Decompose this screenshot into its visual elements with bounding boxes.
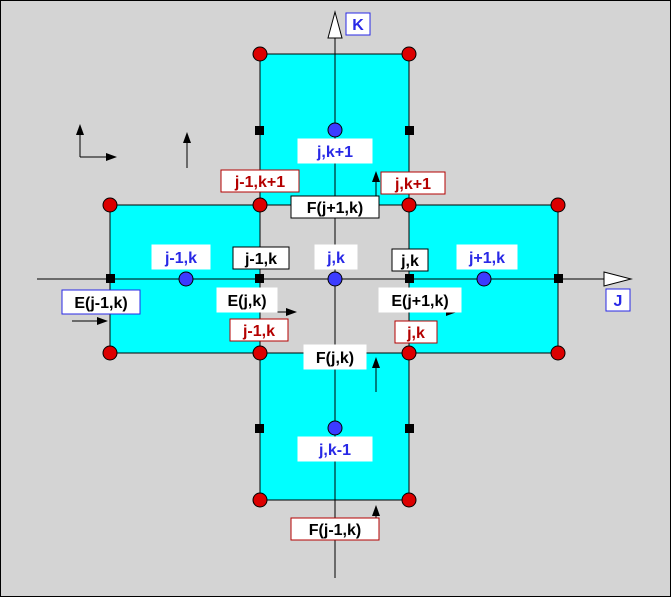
svg-text:J: J xyxy=(614,293,623,310)
svg-text:j-1,k: j-1,k xyxy=(244,251,277,268)
face-node xyxy=(405,126,414,135)
coord-symbol-right-arrow xyxy=(106,153,117,161)
center-node xyxy=(327,420,343,436)
label-face-inner-right: j,k xyxy=(391,248,429,272)
vertex-node xyxy=(401,345,417,361)
svg-text:j+1,k: j+1,k xyxy=(468,250,505,267)
face-node xyxy=(405,424,414,433)
svg-text:j-1,k: j-1,k xyxy=(164,250,197,267)
svg-text:j-1,k: j-1,k xyxy=(242,323,275,340)
face-node xyxy=(255,424,264,433)
svg-text:K: K xyxy=(352,17,364,34)
vertex-node xyxy=(252,345,268,361)
flux-arrow-e-center-head xyxy=(286,308,297,316)
center-nodes xyxy=(178,122,492,436)
center-node xyxy=(476,271,492,287)
flux-arrow-f-center-head xyxy=(372,357,380,368)
svg-text:F(j+1,k): F(j+1,k) xyxy=(307,200,363,217)
flux-arrow-f-top-head xyxy=(372,171,380,182)
vertex-nodes xyxy=(102,46,566,508)
label-flux-f-center: F(j,k) xyxy=(303,344,367,370)
label-flux-e-center: E(j,k) xyxy=(216,287,278,313)
svg-text:j,k: j,k xyxy=(406,325,425,342)
face-nodes xyxy=(106,126,563,433)
center-node xyxy=(327,271,343,287)
label-flux-f-top: F(j+1,k) xyxy=(290,195,380,219)
label-vertex-top-left: j-1,k+1 xyxy=(220,169,300,193)
face-node xyxy=(106,274,115,283)
label-vertex-bottom-left: j-1,k xyxy=(229,318,289,342)
label-center-right: j+1,k xyxy=(456,244,518,270)
face-node xyxy=(554,274,563,283)
flux-arrow-e-left-head xyxy=(97,317,108,325)
svg-text:j,k: j,k xyxy=(400,253,419,270)
svg-text:j,k+1: j,k+1 xyxy=(316,144,353,161)
vertex-node xyxy=(550,197,566,213)
label-center: j,k xyxy=(314,244,358,270)
label-flux-e-right: E(j+1,k) xyxy=(378,287,462,313)
k-axis-label: K xyxy=(345,12,371,36)
label-center-left: j-1,k xyxy=(151,244,211,270)
label-vertex-top-right: j,k+1 xyxy=(380,171,446,195)
svg-text:j,k-1: j,k-1 xyxy=(318,442,351,459)
label-flux-e-left: E(j-1,k) xyxy=(61,289,141,315)
svg-text:E(j,k): E(j,k) xyxy=(227,293,266,310)
label-vertex-bottom-right: j,k xyxy=(394,320,438,344)
label-center-top: j,k+1 xyxy=(297,138,373,164)
face-node xyxy=(255,274,264,283)
vertex-node xyxy=(401,46,417,62)
face-node xyxy=(255,126,264,135)
j-axis-arrowhead xyxy=(603,271,633,287)
svg-text:F(j,k): F(j,k) xyxy=(316,350,354,367)
coord-symbol-up-arrow xyxy=(76,124,84,135)
label-center-bottom: j,k-1 xyxy=(297,436,373,462)
vertex-node xyxy=(401,492,417,508)
vertex-node xyxy=(252,492,268,508)
small-arrow-top-left-head xyxy=(183,132,191,143)
vertex-node xyxy=(252,46,268,62)
vertex-node xyxy=(401,197,417,213)
svg-text:F(j-1,k): F(j-1,k) xyxy=(309,522,361,539)
center-node xyxy=(327,122,343,138)
vertex-node xyxy=(102,345,118,361)
svg-text:j-1,k+1: j-1,k+1 xyxy=(234,174,285,191)
face-node xyxy=(405,274,414,283)
j-axis-label: J xyxy=(605,288,631,312)
label-face-inner-left: j-1,k xyxy=(232,246,290,270)
label-flux-f-bottom: F(j-1,k) xyxy=(290,517,380,541)
svg-text:j,k+1: j,k+1 xyxy=(394,176,431,193)
center-node xyxy=(178,271,194,287)
svg-text:E(j+1,k): E(j+1,k) xyxy=(391,293,448,310)
svg-text:j,k: j,k xyxy=(326,250,345,267)
svg-text:E(j-1,k): E(j-1,k) xyxy=(74,295,127,312)
vertex-node xyxy=(102,197,118,213)
flux-arrow-f-bottom-head xyxy=(372,505,380,516)
vertex-node xyxy=(252,197,268,213)
k-axis-arrowhead xyxy=(327,10,343,39)
vertex-node xyxy=(550,345,566,361)
